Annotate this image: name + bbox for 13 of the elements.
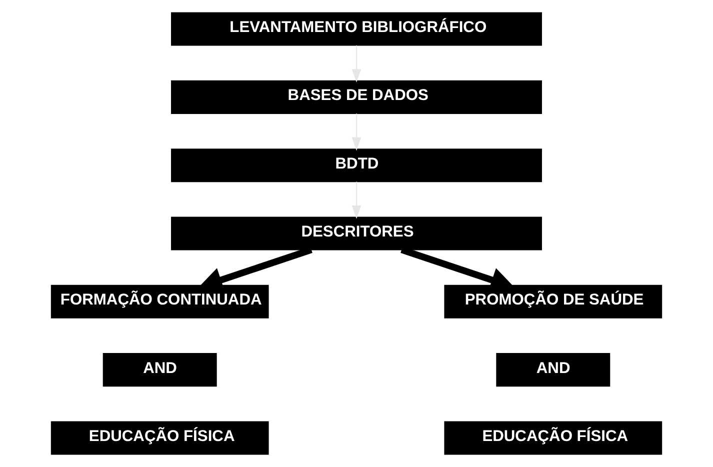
node-box: BDTD — [171, 148, 542, 182]
arrow — [352, 182, 362, 219]
node-box: LEVANTAMENTO BIBLIOGRÁFICO — [171, 12, 542, 46]
node-box: EDUCAÇÃO FÍSICA — [50, 421, 269, 455]
node-box: DESCRITORES — [171, 216, 542, 250]
arrow — [352, 45, 362, 83]
node-box: AND — [496, 353, 610, 387]
node-box: AND — [102, 353, 217, 387]
node-box: EDUCAÇÃO FÍSICA — [444, 421, 662, 455]
node-box: PROMOÇÃO DE SAÚDE — [444, 284, 662, 318]
arrow — [352, 114, 362, 151]
node-box: FORMAÇÃO CONTINUADA — [50, 284, 269, 318]
node-box: BASES DE DADOS — [171, 80, 542, 114]
